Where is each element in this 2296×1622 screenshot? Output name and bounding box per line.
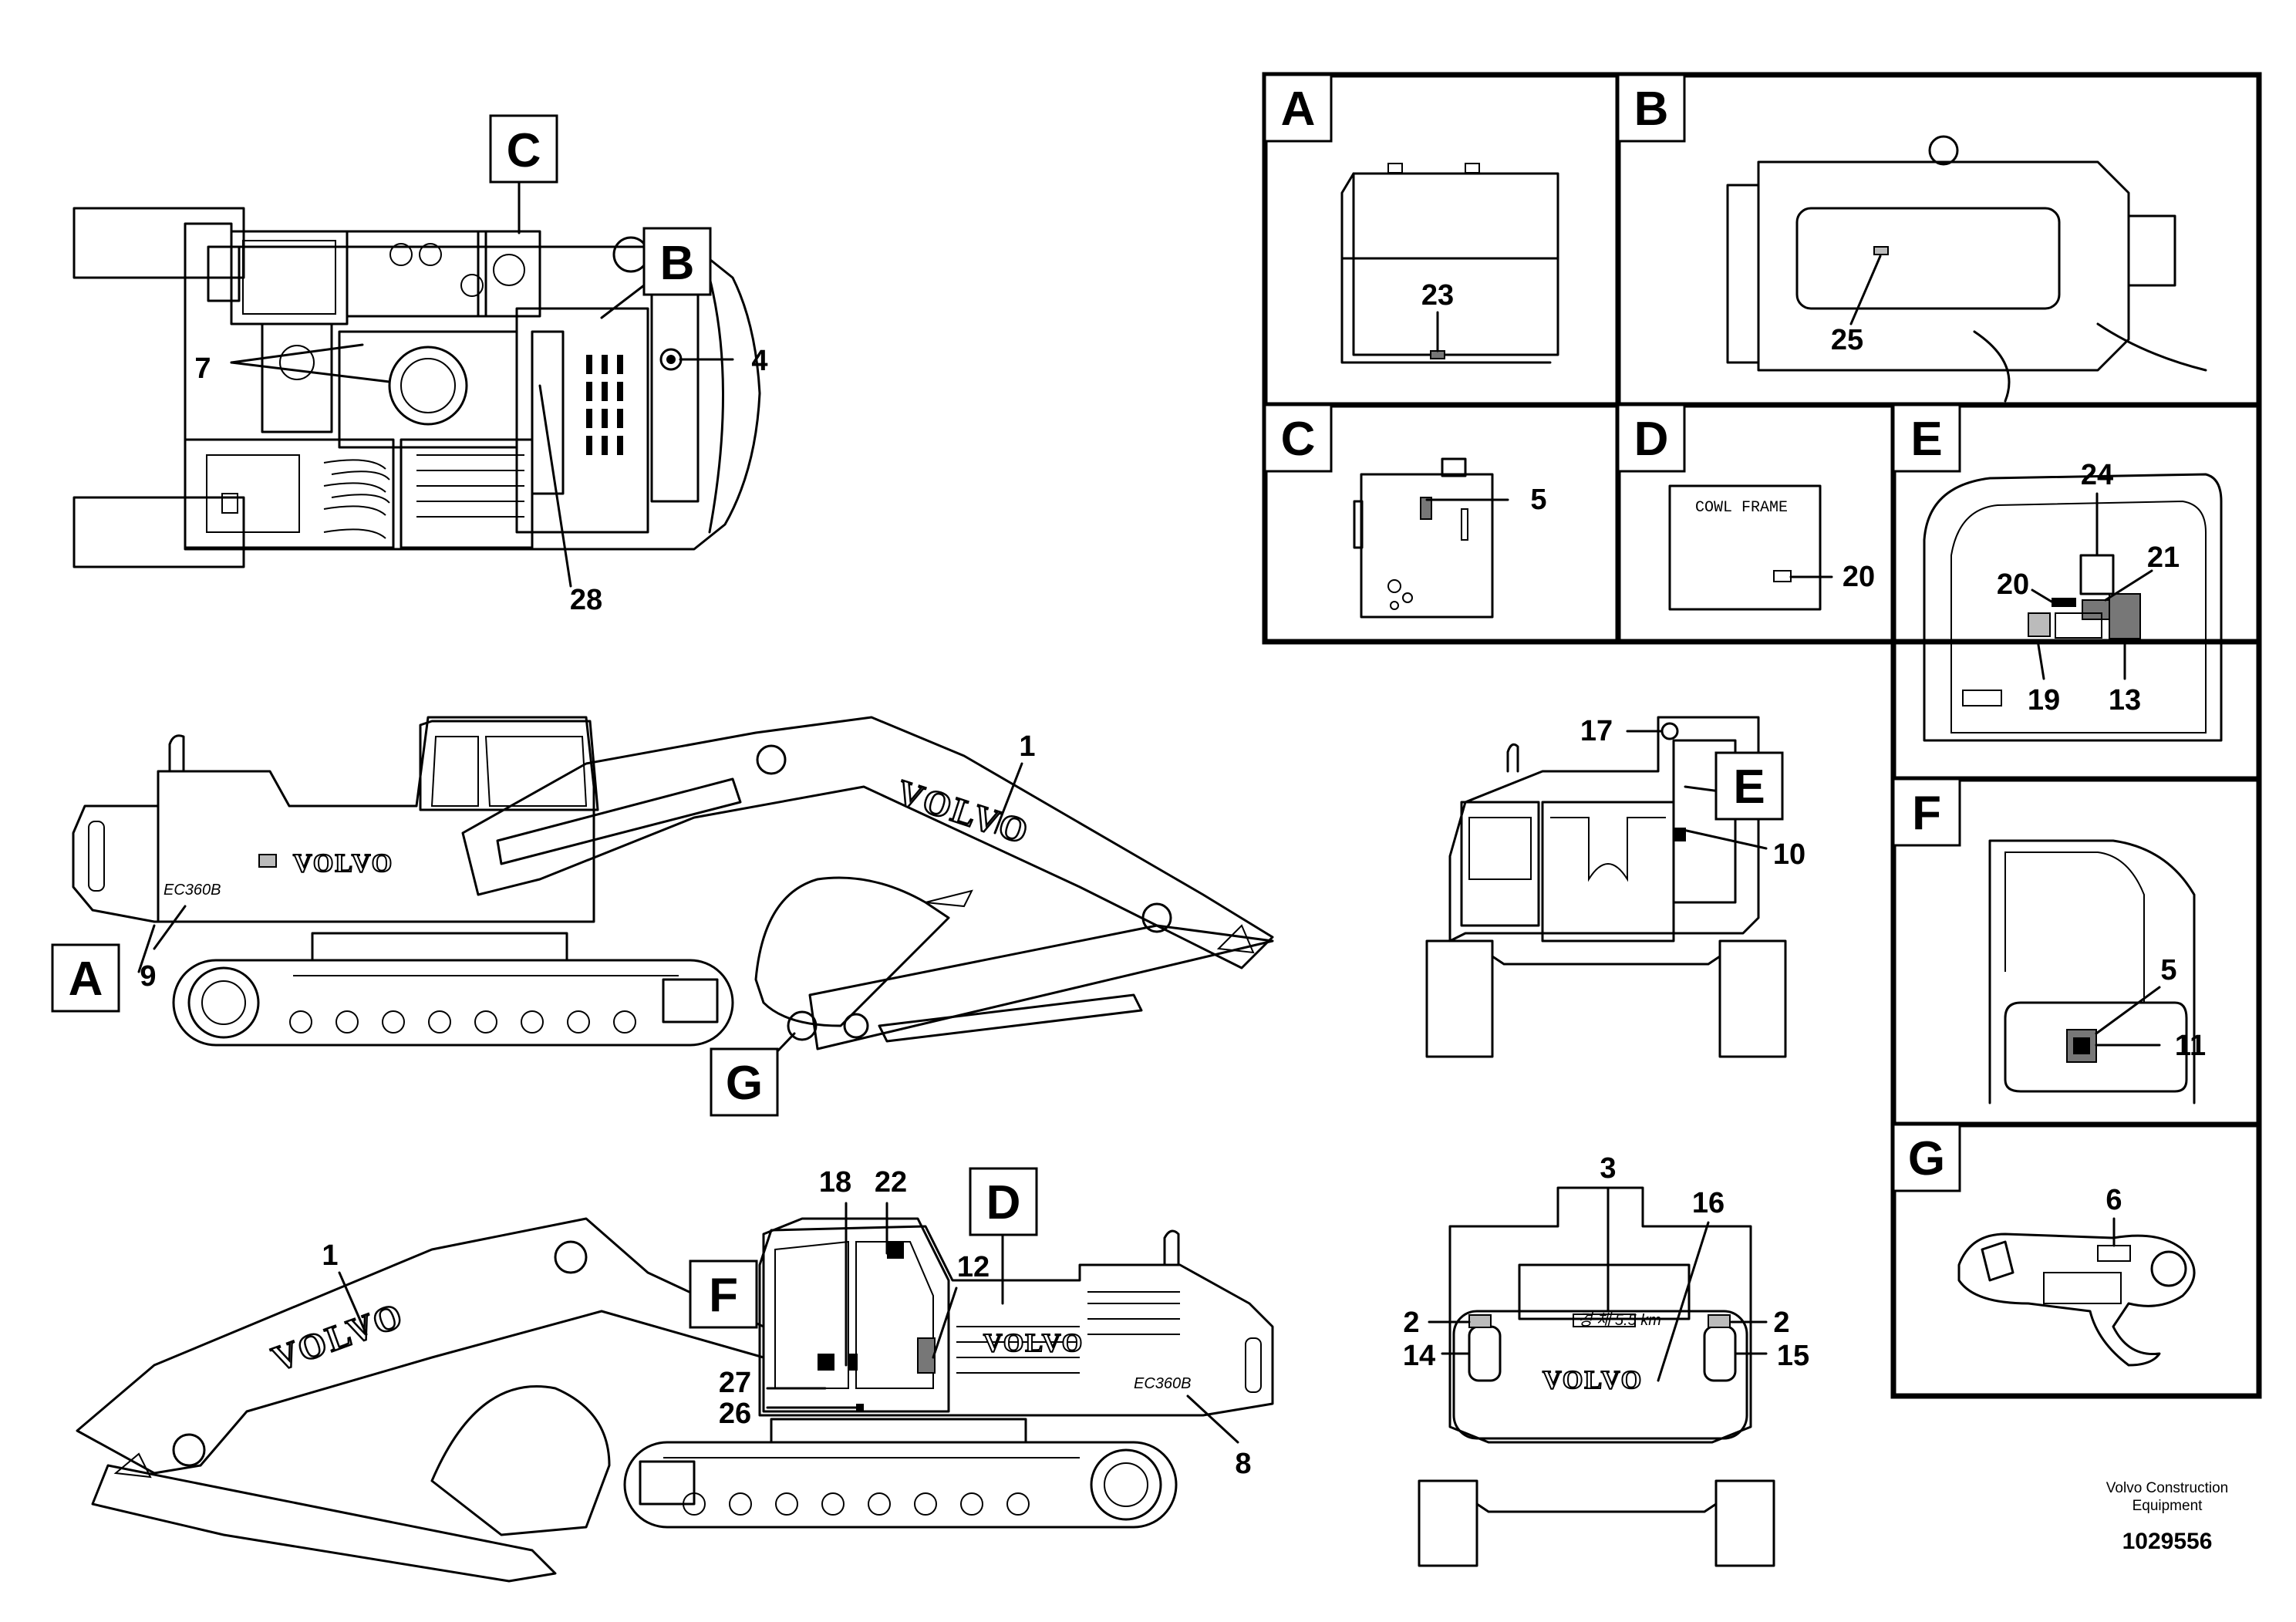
panel-E-callout-13: 13	[2109, 684, 2141, 717]
detail-frame-right	[1890, 402, 2262, 1399]
panel-E-callout-20: 20	[1997, 568, 2029, 601]
footer-part-number: 1029556	[2122, 1529, 2213, 1554]
panel-E: E	[1892, 403, 2223, 742]
top-ref-C: C	[489, 114, 558, 184]
panel-F-callout-11: 11	[2175, 1030, 2206, 1062]
svg-text:F: F	[709, 1269, 738, 1322]
panel-F-callout-5: 5	[2160, 954, 2176, 986]
panel-G: G	[1892, 1123, 2196, 1367]
svg-text:C: C	[507, 124, 541, 177]
top-cab	[230, 230, 349, 325]
rear-callout-15: 15	[1777, 1340, 1809, 1372]
side-upper-body	[72, 716, 595, 923]
left-body-brand: VOLVO	[983, 1329, 1084, 1357]
left-ref-F: F	[689, 1259, 758, 1329]
rear-view: VOLVO 경 채 5.5 km	[1418, 1186, 1775, 1567]
svg-text:E: E	[1733, 760, 1765, 814]
top-body-outline	[184, 222, 761, 551]
side-body-brand: VOLVO	[293, 849, 393, 878]
svg-text:F: F	[1912, 787, 1941, 840]
panel-B-engine	[1757, 160, 2130, 372]
left-callout-22: 22	[875, 1166, 907, 1199]
svg-text:E: E	[1910, 413, 1942, 466]
panel-A-callout-23: 23	[1421, 279, 1454, 312]
rear-track-right	[1714, 1479, 1775, 1567]
rear-plate: 경 채 5.5 km	[1578, 1312, 1661, 1329]
panel-D-cowl-label: COWL FRAME	[1695, 499, 1788, 517]
side-view-left: VOLVO EC360B VOLVO	[76, 1202, 1274, 1583]
side-callout-9: 9	[140, 960, 156, 993]
svg-text:C: C	[1281, 413, 1316, 466]
top-track-upper	[72, 207, 245, 279]
top-callout-4: 4	[751, 345, 767, 377]
front-ref-E: E	[1714, 751, 1784, 821]
left-upper-body	[758, 1225, 1274, 1417]
side-callout-1: 1	[1019, 730, 1035, 763]
svg-text:B: B	[660, 237, 695, 290]
panel-E-callout-19: 19	[2028, 684, 2060, 717]
svg-text:D: D	[986, 1176, 1021, 1229]
front-upper-body	[1448, 716, 1760, 943]
svg-text:D: D	[1634, 413, 1669, 466]
panel-B-callout-25: 25	[1831, 324, 1863, 356]
panel-G-callout-6: 6	[2106, 1184, 2122, 1216]
top-ref-B: B	[642, 227, 712, 296]
side-ref-G: G	[710, 1047, 779, 1117]
rear-upper-body	[1448, 1186, 1752, 1444]
side-boom	[461, 716, 1274, 969]
svg-text:A: A	[1281, 83, 1316, 136]
front-track-right	[1718, 939, 1787, 1058]
rear-callout-3: 3	[1600, 1152, 1616, 1185]
side-model-badge: EC360B	[164, 882, 221, 899]
panel-G-link	[1957, 1233, 2196, 1367]
panel-D: D COWL FRAME	[1617, 403, 1833, 611]
panel-A: A	[1263, 73, 1559, 364]
left-track	[623, 1441, 1178, 1529]
rear-callout-2-right: 2	[1773, 1307, 1789, 1339]
left-boom-brand: VOLVO	[267, 1295, 409, 1379]
rear-callout-16: 16	[1692, 1187, 1725, 1219]
svg-text:B: B	[1634, 83, 1669, 136]
panel-E-callout-21: 21	[2147, 541, 2180, 574]
panel-C-callout-5: 5	[1530, 484, 1546, 516]
left-callout-18: 18	[819, 1166, 851, 1199]
left-callout-8: 8	[1235, 1448, 1251, 1480]
detail-frame-top	[1262, 72, 2262, 645]
panel-B: B	[1617, 73, 2207, 403]
side-view-right: VOLVO EC360B VOLVO	[72, 716, 1274, 1085]
panel-F: F	[1892, 777, 2196, 1104]
left-ref-D: D	[969, 1167, 1038, 1236]
panel-D-callout-20: 20	[1843, 561, 1875, 593]
panel-C: C	[1263, 403, 1509, 619]
side-ref-A: A	[51, 943, 120, 1013]
front-callout-17: 17	[1580, 715, 1613, 747]
footer-company-line2: Equipment	[2132, 1498, 2203, 1514]
left-boom	[76, 1217, 765, 1475]
rear-callout-14: 14	[1403, 1340, 1435, 1372]
top-callout-28: 28	[570, 584, 602, 616]
left-model-badge: EC360B	[1134, 1375, 1192, 1392]
left-bucket	[430, 1385, 611, 1536]
left-callout-12: 12	[957, 1251, 990, 1283]
side-bucket	[754, 876, 950, 1027]
top-counterweight	[184, 438, 395, 549]
svg-text:G: G	[726, 1057, 763, 1110]
panel-E-callout-24: 24	[2081, 459, 2113, 491]
svg-text:G: G	[1908, 1132, 1945, 1185]
front-view	[1425, 716, 1787, 1058]
front-track-left	[1425, 939, 1494, 1058]
left-arm	[91, 1464, 557, 1583]
footer-company-line1: Volvo Construction	[2106, 1480, 2228, 1496]
rear-callout-2-left: 2	[1403, 1307, 1419, 1339]
left-callout-1: 1	[322, 1239, 338, 1272]
svg-text:A: A	[69, 953, 103, 1006]
top-callout-7: 7	[194, 352, 211, 385]
rear-track-left	[1418, 1479, 1478, 1567]
left-callout-26: 26	[719, 1398, 751, 1430]
left-callout-27: 27	[719, 1367, 751, 1399]
rear-brand: VOLVO	[1542, 1366, 1643, 1394]
front-callout-10: 10	[1773, 838, 1805, 871]
